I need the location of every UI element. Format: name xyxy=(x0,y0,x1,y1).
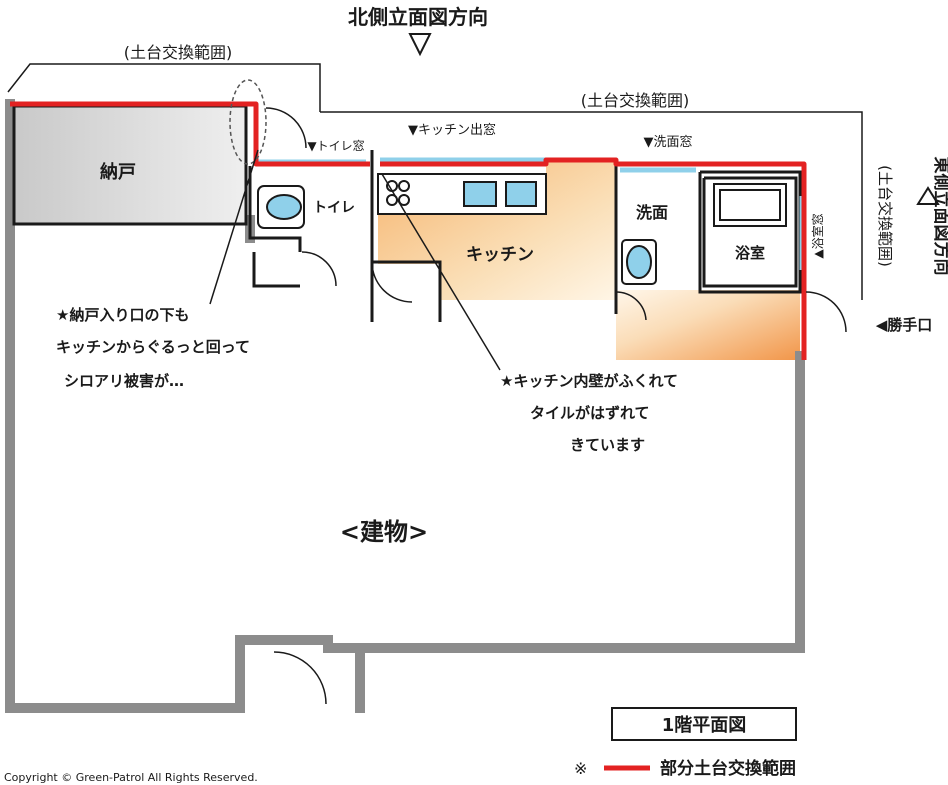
title-box xyxy=(611,707,797,741)
note-left-line1: ★納戸入り口の下も xyxy=(56,306,189,324)
window-kitchen-label: ▼キッチン出窓 xyxy=(408,122,496,138)
note-left-line2: キッチンからぐるっと回って xyxy=(56,338,250,356)
door-swings xyxy=(265,107,847,705)
range-brackets xyxy=(7,63,863,300)
note-right-line2: タイルがはずれて xyxy=(530,404,650,422)
east-direction-marker xyxy=(916,186,940,205)
north-direction-marker xyxy=(408,33,432,57)
storage-entry-marker xyxy=(229,79,267,165)
note-right-line3: きています xyxy=(570,436,645,454)
range-label-top-left: (土台交換範囲) xyxy=(124,43,233,62)
room-building: <建物> xyxy=(340,518,428,546)
plan-title: 1階平面図 xyxy=(662,715,747,736)
storage-floor xyxy=(14,106,246,224)
window-bathroom-label: ▲浴室窓 xyxy=(810,213,825,258)
room-kitchen: キッチン xyxy=(466,245,534,265)
room-bathroom: 浴室 xyxy=(735,244,765,262)
range-label-top-right: (土台交換範囲) xyxy=(581,91,690,110)
note-left-line3: シロアリ被害が… xyxy=(64,372,184,390)
room-storage: 納戸 xyxy=(100,161,136,183)
range-label-right: (土台交換範囲) xyxy=(876,165,894,267)
replace-range-lines xyxy=(10,101,807,360)
room-toilet: トイレ xyxy=(313,200,355,216)
bathtub xyxy=(713,183,787,227)
kitchen-counter xyxy=(377,173,547,215)
toilet-fixture xyxy=(257,185,305,229)
east-elevation-label: 東側立面図方向 xyxy=(931,157,948,276)
copyright: Copyright © Green-Patrol All Rights Rese… xyxy=(4,771,258,784)
window-washroom-label: ▼洗面窓 xyxy=(644,134,693,150)
note-right-line1: ★キッチン内壁がふくれて xyxy=(500,372,678,390)
entry-floor xyxy=(616,290,800,360)
note-leader-lines xyxy=(209,149,501,371)
washbasin xyxy=(621,239,657,285)
back-door-label: ◀勝手口 xyxy=(876,316,933,334)
room-washroom: 洗面 xyxy=(636,203,668,222)
window-toilet-label: ▼トイレ窓 xyxy=(307,138,364,153)
legend-text: 部分土台交換範囲 xyxy=(660,758,796,779)
legend-mark: ※ xyxy=(574,759,587,778)
north-elevation-label: 北側立面図方向 xyxy=(348,5,488,29)
